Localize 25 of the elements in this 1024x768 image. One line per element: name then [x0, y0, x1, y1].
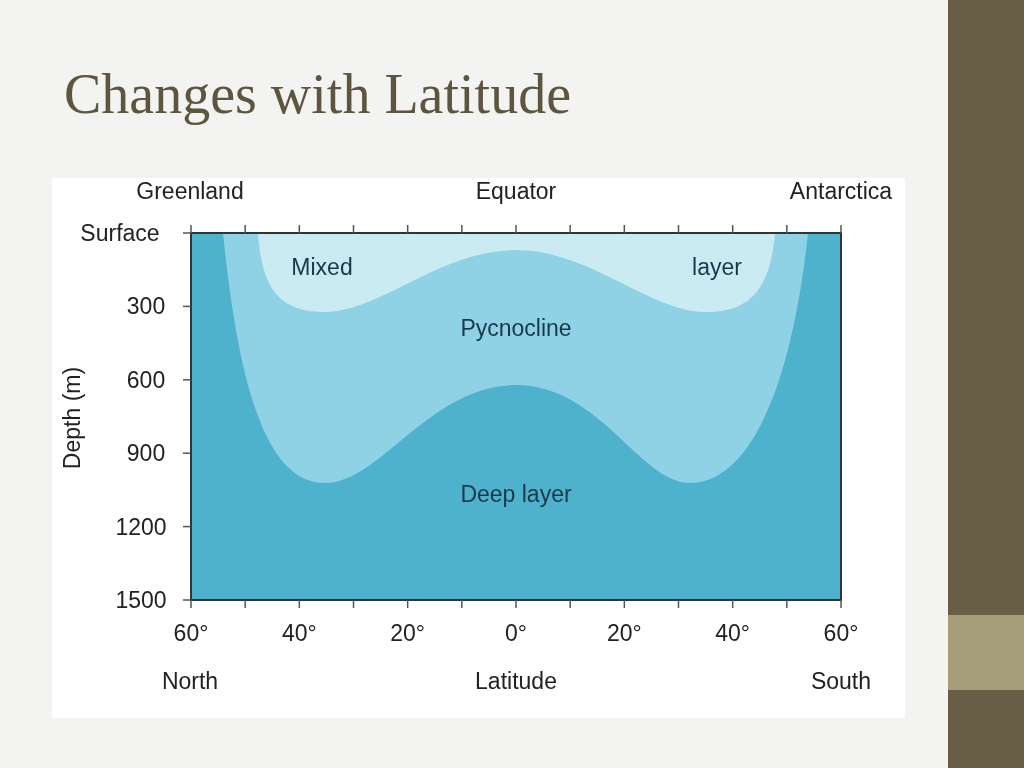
region-label: layer [692, 253, 742, 281]
latitude-tick-label: 20° [390, 619, 426, 647]
place-label: Equator [475, 177, 557, 205]
region-label: Pycnocline [460, 314, 572, 342]
region-label: Deep layer [460, 480, 572, 508]
depth-tick-label: 300 [126, 292, 166, 320]
axis-title: Latitude [475, 667, 557, 695]
place-label: Antarctica [789, 177, 893, 205]
region-label: Mixed [291, 253, 353, 281]
depth-tick-label: 1200 [115, 513, 167, 541]
latitude-tick-label: 60° [823, 619, 859, 647]
latitude-tick-label: 40° [715, 619, 751, 647]
depth-tick-label: Surface [80, 219, 160, 247]
depth-tick-label: 1500 [115, 586, 167, 614]
depth-tick-label: 600 [126, 366, 166, 394]
latitude-tick-label: 60° [173, 619, 209, 647]
latitude-tick-label: 0° [505, 619, 527, 647]
place-label: Greenland [136, 177, 244, 205]
hemisphere-label: South [810, 667, 872, 695]
latitude-tick-label: 20° [606, 619, 642, 647]
axis-title: Depth (m) [58, 366, 86, 470]
depth-tick-label: 900 [126, 439, 166, 467]
hemisphere-label: North [161, 667, 219, 695]
slide-title: Changes with Latitude [64, 62, 571, 126]
latitude-tick-label: 40° [281, 619, 317, 647]
